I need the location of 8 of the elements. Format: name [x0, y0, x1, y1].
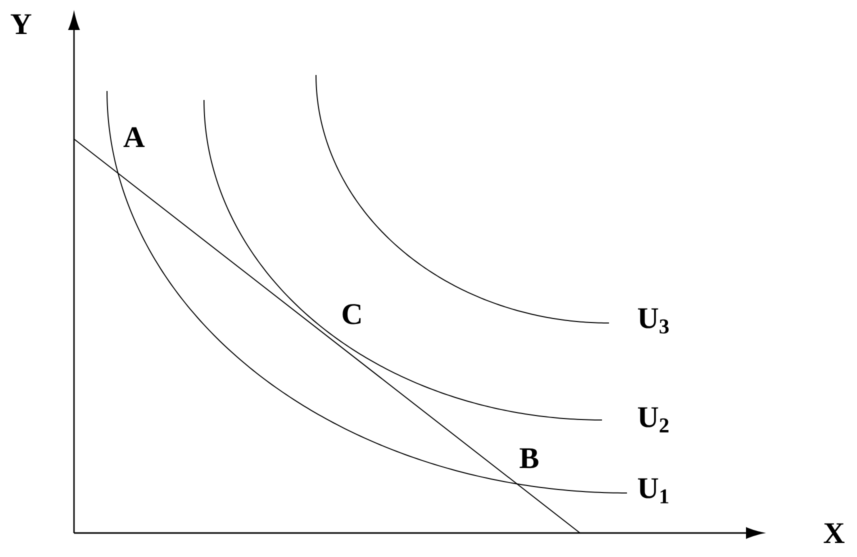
point-label: C — [342, 304, 361, 324]
point-label: B — [520, 448, 538, 468]
axis-label: X — [824, 523, 844, 543]
point-label: A — [124, 127, 145, 147]
axis-label: Y — [10, 14, 32, 34]
curve-label: U$_{1}$ — [638, 478, 668, 504]
curve-label: U$_{3}$ — [638, 308, 669, 334]
curve-label: U$_{2}$ — [638, 407, 668, 432]
